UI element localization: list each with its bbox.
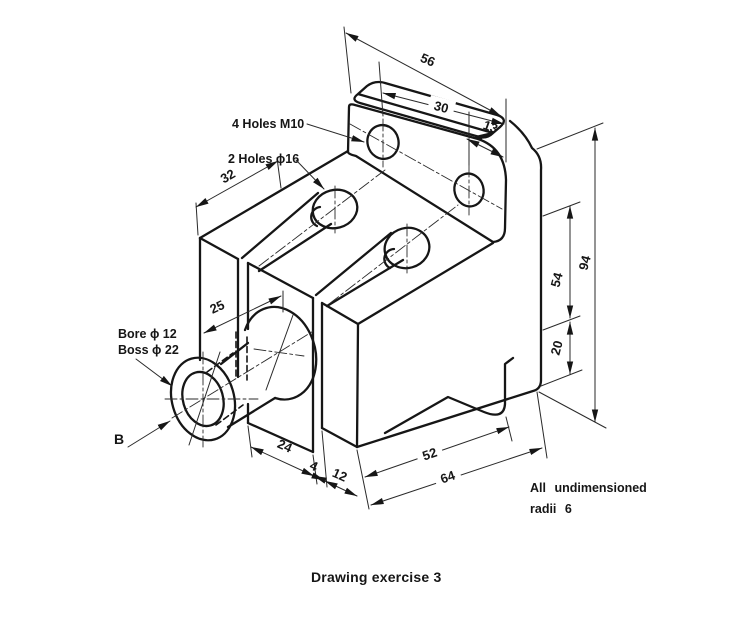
callouts: 4 Holes M10 2 Holes ϕ16 Bore ϕ 12 Boss ϕ… [114,117,365,448]
dim-54-value: 54 [548,270,566,289]
dimension-20: 20 [540,321,583,387]
dimension-30: 30 [378,61,505,125]
callout-2-holes-16: 2 Holes ϕ16 [228,152,325,190]
dimension-64: 64 [370,391,548,506]
boss-lower-silhouette [226,396,277,429]
bottom-notch [383,356,515,435]
dim-56-value: 56 [418,50,437,69]
slot2-notch [383,247,396,270]
dimension-32: 32 [195,157,282,236]
slotted-surface [240,188,431,308]
dimension-24: 24 [247,425,318,485]
slot1-notch [310,205,322,228]
slot-surface-right-edge [356,241,495,326]
flange-holes [366,123,485,208]
middle-block [246,261,315,454]
dimension-4: 4 [307,430,328,488]
centre-lines [164,118,503,448]
dim-4-value: 4 [307,458,320,475]
bore-inner-ellipse [181,370,225,428]
flange-front-face [346,103,508,244]
dimension-13: 13 [466,98,507,166]
dimension-52: 52 [364,416,513,478]
hidden-lines [206,331,248,426]
note-line-1: All undimensioned [530,481,647,495]
dim-24-value: 24 [275,436,295,456]
slot-hole-1 [311,188,359,230]
dimension-12: 12 [324,449,370,510]
callout-4-holes-m10: 4 Holes M10 [232,117,365,143]
m10-hole-2 [453,172,485,208]
callout-bore-boss: Bore ϕ 12 Boss ϕ 22 [118,327,179,387]
label-4-holes-m10: 4 Holes M10 [232,117,304,131]
m10-hole-1 [366,123,400,161]
dim-13-value: 13 [481,117,500,136]
label-boss: Boss ϕ 22 [118,343,179,357]
dim-25-value: 25 [207,297,226,317]
dimension-94: 94 [536,122,607,429]
label-2-holes-16: 2 Holes ϕ16 [228,152,299,166]
dimensions: 56 30 13 32 25 [195,26,607,510]
label-bore: Bore ϕ 12 [118,327,177,341]
boss-upper-silhouette [219,341,250,366]
dim-gap [427,94,457,115]
drawing-caption: Drawing exercise 3 [311,569,441,585]
label-view-b: B [114,431,124,447]
boss-root-ellipse-arc [243,305,318,401]
dim-12-value: 12 [330,465,349,485]
dimension-54: 54 [542,201,581,331]
dim-gap [432,464,462,486]
dimension-25: 25 [203,290,284,334]
dim-32-value: 32 [218,166,238,186]
notes: All undimensioned radii 6 [530,481,647,516]
dim-94-value: 94 [576,253,594,272]
dim-64-value: 64 [438,467,457,486]
back-plate [355,119,543,449]
back-plate-left-face [320,301,360,449]
dim-20-value: 20 [548,339,566,357]
dim-30-value: 30 [432,98,450,116]
boss-outer-ellipse [169,356,237,442]
note-line-2: radii 6 [530,502,572,516]
view-direction-b: B [114,420,171,448]
